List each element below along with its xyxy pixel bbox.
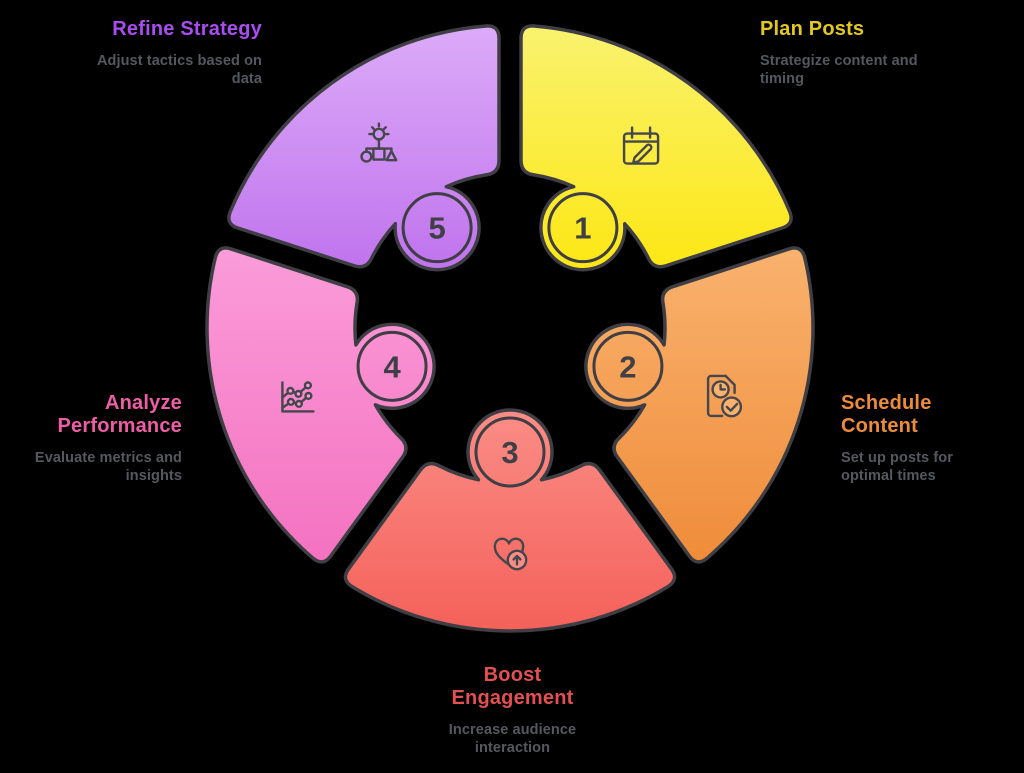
step-circle-3 <box>474 416 546 488</box>
step-title-refine-strategy: Refine Strategy <box>112 18 262 40</box>
step-subtitle-analyze-performance: Evaluate metrics and insights <box>34 450 182 484</box>
label-boost-engagement: Boost Engagement Increase audience inter… <box>430 664 595 757</box>
step-title-boost-engagement: Boost Engagement <box>451 664 574 709</box>
step-circle-5 <box>401 192 473 264</box>
step-subtitle-boost-engagement: Increase audience interaction <box>448 722 577 756</box>
step-number-4: 4 <box>383 349 401 384</box>
segment-boost-engagement: 3 <box>343 408 677 633</box>
step-number-5: 5 <box>428 211 445 246</box>
bulb-flowchart-icon <box>360 122 398 163</box>
wedge-analyze-performance <box>205 246 436 564</box>
step-circle-1 <box>547 192 619 264</box>
segment-analyze-performance: 4 <box>205 246 436 564</box>
chart-lines-icon <box>281 381 315 413</box>
wedge-schedule-content <box>584 246 815 564</box>
document-clock-check-icon <box>706 374 743 418</box>
step-subtitle-plan-posts: Strategize content and timing <box>760 53 918 87</box>
step-subtitle-refine-strategy: Adjust tactics based on data <box>96 53 262 87</box>
label-schedule-content: Schedule Content Set up posts for optima… <box>841 392 976 485</box>
calendar-pencil-icon <box>622 126 660 165</box>
segment-refine-strategy: 5 <box>227 24 501 272</box>
step-subtitle-schedule-content: Set up posts for optimal times <box>841 450 953 484</box>
label-analyze-performance: Analyze Performance Evaluate metrics and… <box>17 392 182 485</box>
step-title-plan-posts: Plan Posts <box>760 18 865 40</box>
label-plan-posts: Plan Posts Strategize content and timing <box>760 18 920 88</box>
step-number-3: 3 <box>501 435 518 470</box>
step-number-2: 2 <box>619 349 636 384</box>
step-number-1: 1 <box>574 211 591 246</box>
heart-upload-icon <box>493 537 528 571</box>
step-title-schedule-content: Schedule Content <box>841 392 932 437</box>
segment-plan-posts: 1 <box>519 24 793 272</box>
wedge-boost-engagement <box>343 408 677 633</box>
segment-schedule-content: 2 <box>584 246 815 564</box>
label-refine-strategy: Refine Strategy Adjust tactics based on … <box>77 18 262 88</box>
step-title-analyze-performance: Analyze Performance <box>57 392 182 437</box>
step-circle-2 <box>592 330 664 402</box>
step-circle-4 <box>356 330 428 402</box>
